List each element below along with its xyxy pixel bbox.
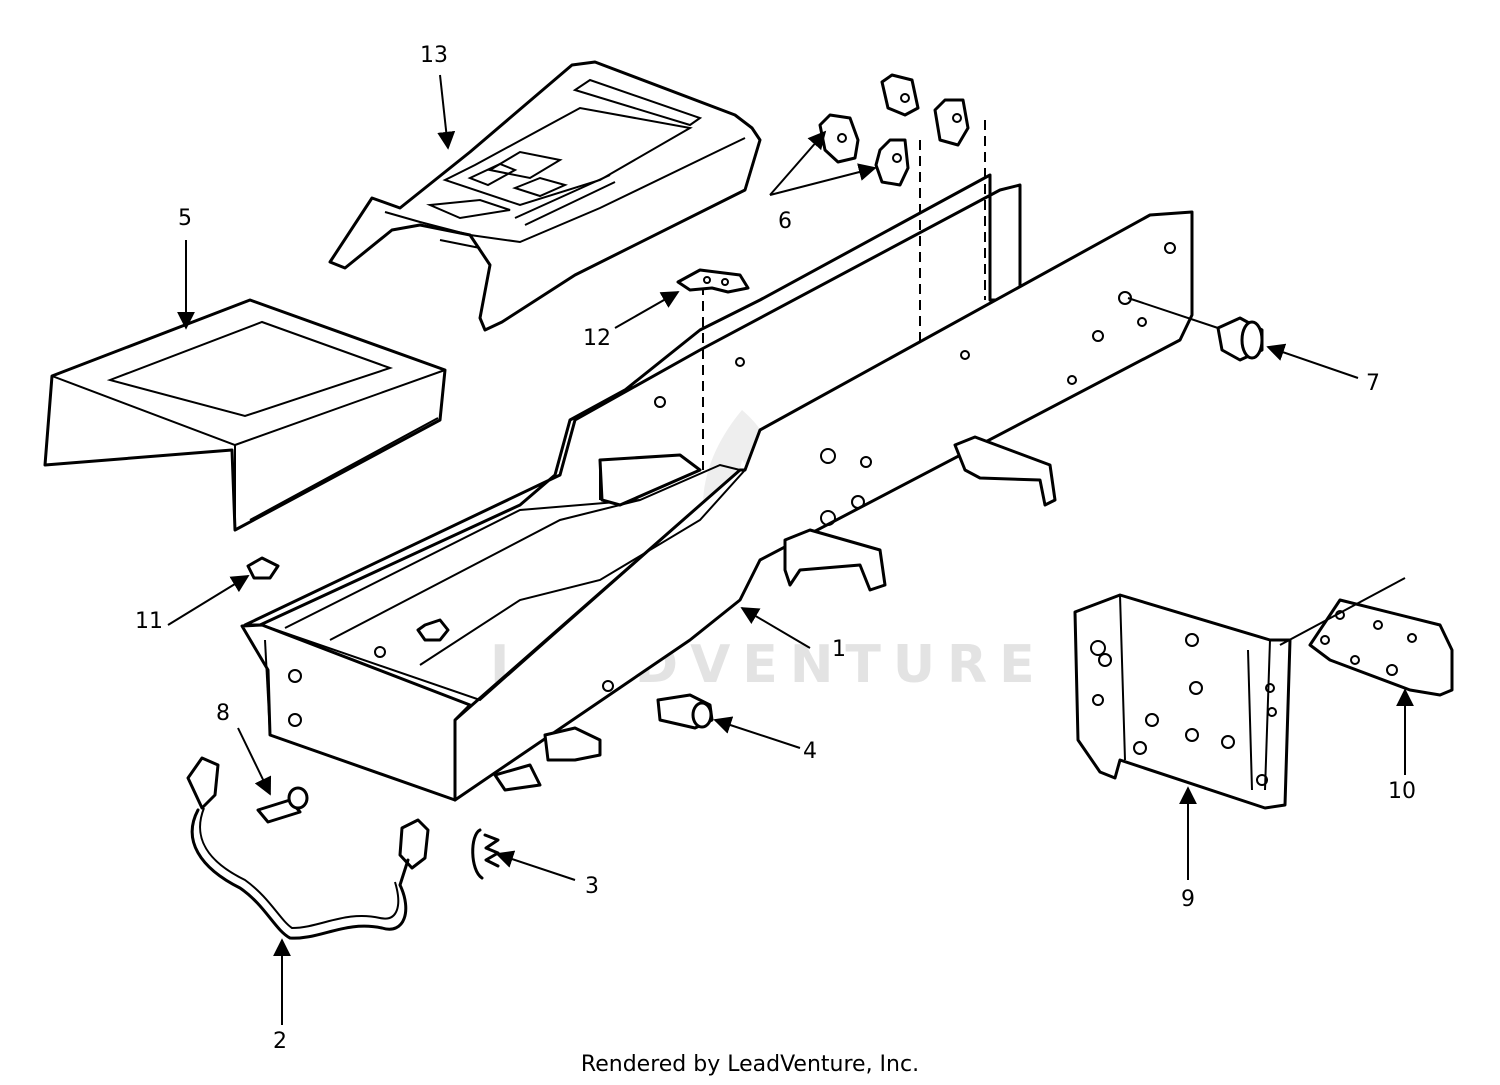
callout-1: 1 [832,637,846,662]
leader-lines [167,74,1414,1025]
frame-holes [288,242,1176,727]
part-8-screw[interactable] [256,786,309,824]
callout-3: 3 [585,874,599,899]
callout-13: 13 [420,43,448,68]
part-6-brackets[interactable] [818,73,970,187]
part-11-clip[interactable] [246,556,280,580]
part-5-fender[interactable] [43,298,447,532]
callout-10: 10 [1388,779,1416,804]
callout-2: 2 [273,1029,287,1054]
callout-5: 5 [178,206,192,231]
callout-6: 6 [778,209,792,234]
part-13-dash-panel[interactable] [328,60,762,332]
part-4-bolt[interactable] [656,693,714,730]
part-3-spring[interactable] [471,828,500,880]
part-2-rod[interactable] [186,756,430,940]
callout-12: 12 [583,326,611,351]
callout-11: 11 [135,609,163,634]
part-1-frame[interactable] [240,120,1194,802]
part-9-plate[interactable] [1073,593,1292,810]
callout-labels: 13 5 6 12 7 1 4 11 8 3 2 9 10 [135,43,1416,1054]
footer-credit: Rendered by LeadVenture, Inc. [580,1052,920,1077]
callout-9: 9 [1181,887,1195,912]
part-12-clip[interactable] [676,268,750,294]
callout-7: 7 [1366,371,1380,396]
callout-4: 4 [803,739,817,764]
callout-8: 8 [216,701,230,726]
part-7-bushing[interactable] [1216,316,1264,362]
part-10-hitch[interactable] [1279,577,1454,697]
